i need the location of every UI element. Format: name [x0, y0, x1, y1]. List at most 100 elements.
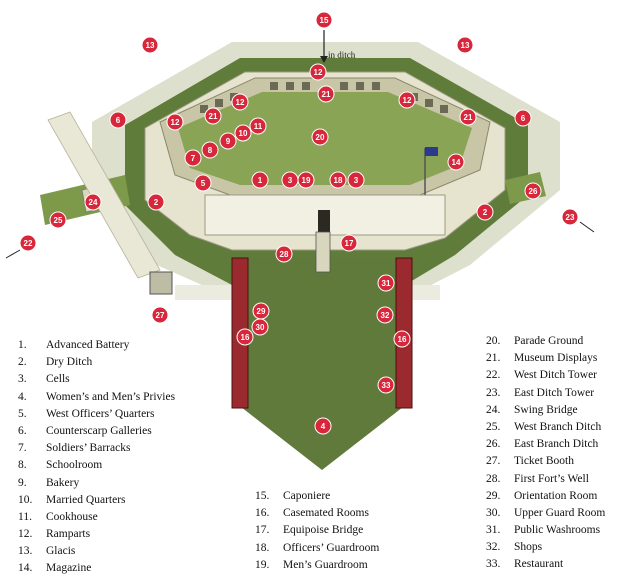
- marker-number: 27: [156, 311, 165, 320]
- marker-circle: [251, 171, 269, 189]
- legend-item: 30.Upper Guard Room: [486, 505, 605, 522]
- legend-number: 14.: [18, 562, 33, 575]
- legend-label: First Fort’s Well: [514, 472, 589, 485]
- map-marker-3: 3: [281, 171, 299, 189]
- legend-number: 9.: [18, 476, 27, 489]
- map-marker-21: 21: [204, 107, 222, 125]
- marker-circle: [234, 124, 252, 142]
- marker-number: 11: [254, 122, 263, 131]
- map-marker-33: 33: [377, 376, 395, 394]
- legend-label: Advanced Battery: [46, 339, 130, 351]
- legend-number: 4.: [18, 390, 27, 403]
- map-marker-4: 4: [314, 417, 332, 435]
- marker-circle: [329, 171, 347, 189]
- legend-item: 2. Dry Ditch: [18, 354, 175, 371]
- legend-number: 18.: [255, 541, 270, 554]
- west-path: [47, 111, 161, 279]
- legend-number: 23.: [486, 386, 501, 399]
- map-marker-12: 12: [309, 63, 327, 81]
- map-marker-5: 5: [194, 174, 212, 192]
- marker-circle: [340, 234, 358, 252]
- legend-label: Bakery: [46, 476, 80, 489]
- marker-number: 28: [280, 250, 289, 259]
- marker-number: 13: [461, 41, 470, 50]
- marker-circle: [476, 203, 494, 221]
- marker-number: 21: [464, 113, 473, 122]
- map-marker-8: 8: [201, 141, 219, 159]
- in-ditch-label: in ditch: [328, 50, 356, 60]
- legend-item: 31.Public Washrooms: [486, 522, 605, 539]
- legend-number: 13.: [18, 545, 33, 558]
- marker-circle: [251, 318, 269, 336]
- legend-label: Restaurant: [514, 558, 564, 571]
- legend-item: 15.Caponiere: [255, 488, 379, 505]
- marker-number: 17: [345, 239, 354, 248]
- marker-number: 23: [566, 213, 575, 222]
- legend-number: 8.: [18, 459, 27, 472]
- legend-label: Women’s and Men’s Privies: [46, 390, 176, 403]
- marker-number: 10: [239, 129, 248, 138]
- legend-number: 32.: [486, 541, 501, 554]
- legend-number: 22.: [486, 369, 501, 382]
- marker-circle: [231, 93, 249, 111]
- legend-number: 3.: [18, 373, 27, 386]
- legend-number: 12.: [18, 528, 33, 541]
- marker-circle: [297, 171, 315, 189]
- marker-circle: [398, 91, 416, 109]
- legend-item: 24.Swing Bridge: [486, 402, 605, 419]
- legend-label: Soldiers’ Barracks: [46, 442, 131, 455]
- legend-number: 29.: [486, 489, 501, 502]
- marker-circle: [377, 376, 395, 394]
- legend-item: 12.Ramparts: [18, 526, 175, 543]
- flag: [425, 147, 438, 156]
- marker-circle: [456, 36, 474, 54]
- east-tower-arrow: [579, 221, 595, 233]
- marker-circle: [377, 274, 395, 292]
- marker-circle: [219, 132, 237, 150]
- map-marker-31: 31: [377, 274, 395, 292]
- legend-item: 32. Shops: [486, 539, 605, 556]
- marker-number: 30: [256, 323, 265, 332]
- map-marker-12: 12: [166, 113, 184, 131]
- legend-label: Glacis: [46, 545, 76, 558]
- legend-label: Orientation Room: [514, 489, 598, 502]
- legend-number: 25.: [486, 420, 501, 433]
- map-marker-12: 12: [231, 93, 249, 111]
- legend-item: 33.Restaurant: [486, 556, 605, 573]
- legend-item: 19.Men’s Guardroom: [255, 557, 379, 574]
- marker-number: 13: [146, 41, 155, 50]
- map-marker-23: 23: [561, 208, 579, 226]
- marker-circle: [315, 11, 333, 29]
- legend-label: East Ditch Tower: [514, 386, 595, 399]
- marker-circle: [201, 141, 219, 159]
- marker-circle: [459, 108, 477, 126]
- legend-item: 22.West Ditch Tower: [486, 367, 605, 384]
- gate-entrance: [318, 210, 330, 232]
- marker-circle: [275, 245, 293, 263]
- marker-number: 12: [236, 98, 245, 107]
- legend-item: 25.West Branch Ditch: [486, 419, 605, 436]
- marker-number: 31: [382, 279, 391, 288]
- advanced-battery: [232, 258, 412, 470]
- legend-label: Dry Ditch: [46, 356, 93, 369]
- marker-circle: [141, 36, 159, 54]
- marker-number: 5: [201, 179, 206, 188]
- legend-item: 18.Officers’ Guardroom: [255, 540, 379, 557]
- legend-number: 1.: [18, 339, 27, 351]
- marker-number: 2: [154, 198, 159, 207]
- marker-circle: [447, 153, 465, 171]
- legend-label: Shops: [514, 541, 543, 554]
- legend-number: 2.: [18, 356, 27, 369]
- legend-label: Upper Guard Room: [514, 506, 606, 519]
- legend-number: 17.: [255, 524, 270, 537]
- legend-number: 11.: [18, 510, 32, 523]
- marker-circle: [311, 128, 329, 146]
- map-marker-24: 24: [84, 193, 102, 211]
- legend-number: 19.: [255, 558, 270, 571]
- map-marker-25: 25: [49, 211, 67, 229]
- legend-label: West Officers’ Quarters: [46, 407, 155, 420]
- map-marker-10: 10: [234, 124, 252, 142]
